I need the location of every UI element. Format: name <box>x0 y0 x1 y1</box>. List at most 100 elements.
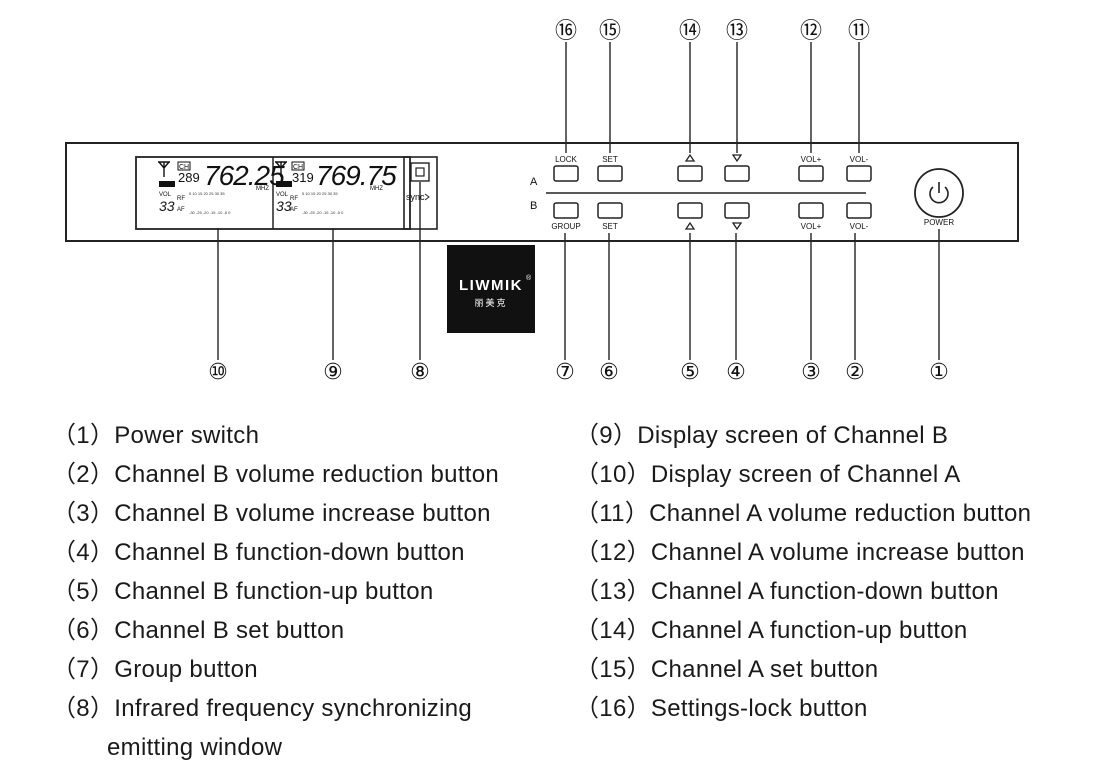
channel-b-down-button[interactable] <box>724 202 750 231</box>
callout-9: ⑨ <box>323 359 343 384</box>
legend-item: （9）Display screen of Channel B <box>575 416 1031 455</box>
callout-14: ⑭ <box>679 18 701 43</box>
legend-text: Channel B volume reduction button <box>114 461 500 488</box>
legend-number: （2） <box>52 461 115 488</box>
callout-8: ⑧ <box>410 359 430 384</box>
row-labels: A B <box>530 176 538 212</box>
callout-16: ⑯ <box>555 18 577 43</box>
group-button[interactable]: GROUP <box>551 202 581 231</box>
channel-a-down-button[interactable] <box>724 154 750 182</box>
legend-text: Group button <box>114 656 258 683</box>
lcd-a-frequency: 762.25 <box>204 160 285 191</box>
channel-b-vol-minus-label: VOL- <box>850 222 869 231</box>
svg-text:-30 -25 -20 -15 -10 -5 0: -30 -25 -20 -15 -10 -5 0 <box>302 210 344 215</box>
callout-6: ⑥ <box>599 359 619 384</box>
legend-text: emitting window <box>107 734 283 761</box>
channel-a-vol-minus-button[interactable]: VOL- <box>846 155 872 182</box>
sync-label: sync <box>406 192 425 202</box>
callout-13: ⑬ <box>726 18 748 43</box>
row-a-label: A <box>530 176 538 188</box>
lcd-a-level: 33 <box>159 198 175 214</box>
lcd-b-ch-label: CH <box>293 164 303 171</box>
legend-item: （3）Channel B volume increase button <box>52 494 499 533</box>
callout-12: ⑫ <box>800 18 822 43</box>
legend-item: （4）Channel B function-down button <box>52 533 499 572</box>
lcd-display <box>135 156 411 230</box>
legend-item: （10）Display screen of Channel A <box>575 455 1031 494</box>
power-label: POWER <box>924 218 954 227</box>
legend-text: Channel B set button <box>114 617 345 644</box>
lcd-b-unit: MHZ <box>370 186 383 192</box>
bottom-callouts: ⑩ ⑨ ⑧ ⑦ ⑥ ⑤ ④ ③ ② ① <box>208 359 949 384</box>
legend-number: （7） <box>52 656 115 683</box>
legend-item: （11）Channel A volume reduction button <box>575 494 1031 533</box>
logo-reg: ® <box>526 274 532 282</box>
lcd-b-channel: 319 <box>292 170 314 185</box>
callout-15: ⑮ <box>599 18 621 43</box>
legend-number: （16） <box>575 695 651 722</box>
lock-button[interactable]: LOCK <box>553 155 579 182</box>
down-arrow-icon <box>731 154 743 163</box>
channel-b-vol-minus-button[interactable]: VOL- <box>846 202 872 231</box>
panel-outline <box>65 142 1019 242</box>
legend-text: Channel B volume increase button <box>114 500 491 527</box>
callout-2: ② <box>845 359 865 384</box>
legend-number: （11） <box>575 500 650 527</box>
channel-b-vol-plus-button[interactable]: VOL+ <box>798 202 824 231</box>
lcd-b-af: AF <box>290 207 298 213</box>
channel-b-set-button[interactable]: SET <box>597 202 623 231</box>
receiver-front-panel-diagram: ⑯ ⑮ ⑭ ⑬ ⑫ ⑪ CH 289 762.2 <box>65 18 1019 384</box>
legend-text: Channel A function-down button <box>650 578 999 605</box>
legend-text: Settings-lock button <box>650 695 868 722</box>
legend-number: （5） <box>52 578 115 605</box>
svg-text:5 10 15 20 25 30 35: 5 10 15 20 25 30 35 <box>189 191 225 196</box>
lcd-b-vol: VOL <box>276 192 289 198</box>
lcd-channel-a: CH 289 762.25 MHZ VOL 33 RF AF 5 10 15 2… <box>158 160 286 215</box>
legend-number: （4） <box>52 539 115 566</box>
up-arrow-icon <box>684 221 696 230</box>
channel-b-up-button[interactable] <box>677 202 703 230</box>
channel-a-set-label: SET <box>602 155 618 164</box>
lcd-a-unit: MHZ <box>256 186 269 192</box>
channel-b-vol-plus-label: VOL+ <box>801 222 822 231</box>
lcd-b-rf: RF <box>290 196 298 202</box>
legend-text: Infrared frequency synchronizing <box>114 695 473 722</box>
legend-text: Power switch <box>114 422 260 449</box>
legend-text: Channel B function-up button <box>114 578 434 605</box>
lcd-a-rf: RF <box>177 196 185 202</box>
callout-7: ⑦ <box>555 359 575 384</box>
channel-a-vol-plus-button[interactable]: VOL+ <box>798 155 824 182</box>
callout-4: ④ <box>726 359 746 384</box>
channel-b-buttons: GROUP SET VOL+ VOL- <box>551 202 872 231</box>
power-button[interactable]: POWER <box>914 168 964 227</box>
legend-number: （1） <box>52 422 115 449</box>
callout-1: ① <box>929 359 949 384</box>
callout-10: ⑩ <box>208 359 228 384</box>
down-arrow-icon <box>731 222 743 231</box>
legend-text: Channel B function-down button <box>114 539 465 566</box>
legend-item: （15）Channel A set button <box>575 650 1031 689</box>
legend-text: Display screen of Channel B <box>637 422 949 449</box>
legend-number: （10） <box>575 461 651 488</box>
legend-item: （6）Channel B set button <box>52 611 499 650</box>
group-button-label: GROUP <box>551 222 580 231</box>
legend-number: （3） <box>52 500 115 527</box>
brand-logo: LIWMIK ® 丽美克 <box>447 245 535 333</box>
power-icon <box>929 186 949 204</box>
svg-text:5 10 15 20 25 30 35: 5 10 15 20 25 30 35 <box>302 191 338 196</box>
up-arrow-icon <box>684 153 696 162</box>
channel-a-vol-plus-label: VOL+ <box>801 155 822 164</box>
channel-a-up-button[interactable] <box>677 153 703 182</box>
legend-left-column: （1）Power switch （2）Channel B volume redu… <box>52 416 499 767</box>
logo-sub: 丽美克 <box>474 297 507 308</box>
legend-right-column: （9）Display screen of Channel B （10）Displ… <box>575 416 1031 728</box>
legend-item-continuation: emitting window <box>52 728 499 767</box>
channel-b-set-label: SET <box>602 222 618 231</box>
lcd-a-af: AF <box>177 207 185 213</box>
legend-number: （8） <box>52 695 115 722</box>
callout-11: ⑪ <box>848 18 870 43</box>
svg-text:-30 -25 -20 -15 -10 -5 0: -30 -25 -20 -15 -10 -5 0 <box>189 210 231 215</box>
channel-a-set-button[interactable]: SET <box>597 155 623 182</box>
top-leader-lines <box>565 42 860 153</box>
legend-text: Display screen of Channel A <box>650 461 961 488</box>
